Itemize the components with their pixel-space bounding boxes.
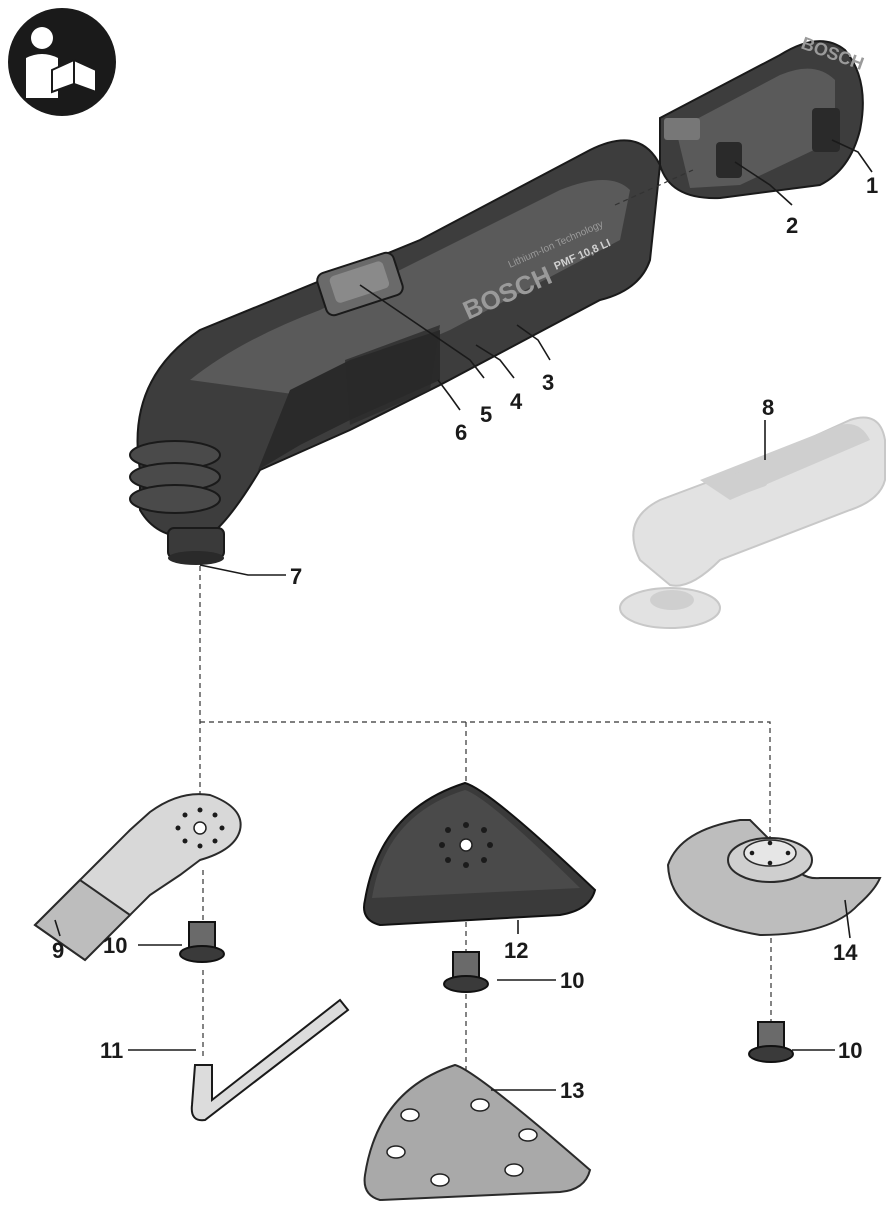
callout-3: 3 [542,370,554,395]
callout-2: 2 [786,213,798,238]
battery-pack: BOSCH [659,33,867,200]
callout-11: 11 [100,1038,123,1063]
allen-key [190,998,350,1122]
callout-7: 7 [290,564,302,589]
callout-10-right: 10 [838,1038,862,1063]
clamping-screw-center [443,951,489,993]
callout-12: 12 [504,938,528,963]
callout-14: 14 [833,940,858,965]
delta-sanding-plate [363,781,597,927]
callout-5: 5 [480,402,492,427]
callout-9: 9 [52,938,64,963]
plunge-saw-blade [33,793,242,962]
callout-6: 6 [455,420,467,445]
multi-tool-body: BOSCH PMF 10,8 LI Lithium-Ion Technology [129,139,662,565]
callout-4: 4 [510,389,523,414]
read-manual-icon [8,8,116,116]
callout-13: 13 [560,1078,584,1103]
callout-leader-lines [54,139,873,1091]
callout-8: 8 [762,395,774,420]
clamping-screw-right [748,1021,794,1063]
callout-1: 1 [866,173,878,198]
sanding-sheet [363,1063,592,1202]
tool-ghost-outline [619,416,886,629]
callout-10-center: 10 [560,968,584,993]
segment-saw-blade [666,819,882,937]
callout-10-left: 10 [103,933,127,958]
clamping-screw-left [179,921,225,963]
